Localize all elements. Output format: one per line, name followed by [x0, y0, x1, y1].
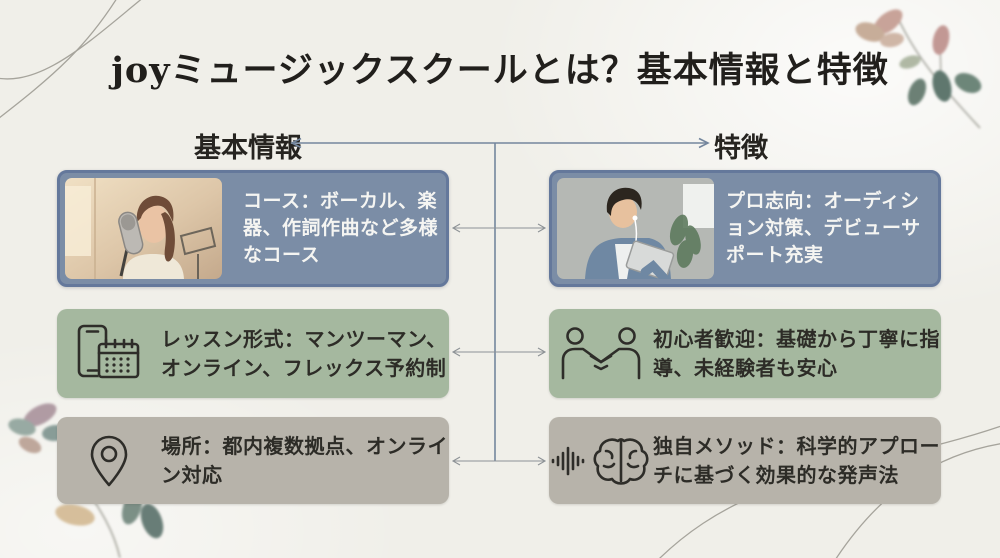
card-text-courses: コース：ボーカル、楽器、作詞作曲など多様なコース [243, 190, 439, 266]
soundwave-brain-icon [551, 437, 649, 485]
column-header-basic-info: 基本情報 [194, 133, 302, 164]
card-text-beginner: 初心者歓迎：基礎から丁寧に指導、未経験者も安心 [653, 327, 940, 380]
card-original-method: 独自メソッド：科学的アプローチに基づく効果的な発声法 [549, 417, 941, 504]
column-header-features: 特徴 [714, 133, 768, 164]
card-lesson-format: レッスン形式：マンツーマン、オンライン、フレックス予約制 [57, 309, 449, 398]
card-text-method: 独自メソッド：科学的アプローチに基づく効果的な発声法 [653, 434, 940, 487]
card-courses: コース：ボーカル、楽器、作詞作曲など多様なコース [57, 170, 449, 287]
card-text-location: 場所：都内複数拠点、オンライン対応 [161, 434, 448, 487]
card-text-lesson-format: レッスン形式：マンツーマン、オンライン、フレックス予約制 [161, 327, 447, 380]
card-location: 場所：都内複数拠点、オンライン対応 [57, 417, 449, 504]
card-pro-oriented: プロ志向：オーディション対策、デビューサポート充実 [549, 170, 941, 287]
woman-singing-photo [65, 178, 222, 279]
page-title: joyミュージックスクールとは？基本情報と特徴 [111, 50, 889, 91]
man-tablet-photo [557, 178, 714, 279]
location-pin-icon [90, 435, 128, 486]
handshake-icon [561, 326, 641, 379]
smartphone-calendar-icon [77, 324, 140, 378]
card-beginner-friendly: 初心者歓迎：基礎から丁寧に指導、未経験者も安心 [549, 309, 941, 398]
card-text-pro: プロ志向：オーディション対策、デビューサポート充実 [726, 190, 921, 266]
